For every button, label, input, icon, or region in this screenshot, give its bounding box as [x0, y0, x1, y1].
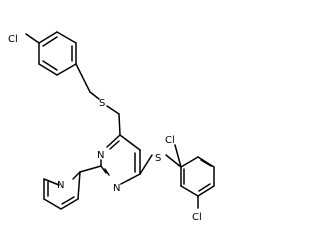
- chlorine-upper-aryl-label: Cl: [165, 135, 175, 146]
- dichlorophenyl-ring: [180, 156, 215, 197]
- pyridine-ring: [43, 171, 81, 210]
- molecule-structure: Cl S N N N S Cl Cl: [8, 31, 215, 223]
- ring-to-ch2-bond: [75, 63, 91, 93]
- pyrimidine-n-upper-label: N: [97, 150, 104, 161]
- s-to-ch2-bond: [106, 105, 120, 115]
- chlorine-lower-aryl-label: Cl: [192, 212, 202, 223]
- ch2-to-pyrimidine-bond: [118, 113, 121, 136]
- pyridine-n-label: N: [57, 180, 64, 191]
- pyrimidine-n-lower-label: N: [113, 183, 120, 194]
- s-to-aryl-bond: [165, 154, 182, 168]
- chlorine-top-label: Cl: [8, 34, 18, 45]
- aryl-sulfur-label: S: [155, 153, 161, 164]
- pyrimidine-to-s-bond: [139, 154, 153, 175]
- ch2-to-s-bond: [89, 91, 100, 100]
- thioether-sulfur-label: S: [99, 98, 105, 109]
- pyrimidine-ring: [100, 134, 141, 185]
- pyrimidine-to-pyridine-bond: [79, 165, 102, 173]
- chlorophenyl-ring: [38, 31, 77, 76]
- aryl-to-cl-upper-bond: [174, 144, 182, 168]
- ring-to-cl-bond: [25, 33, 40, 44]
